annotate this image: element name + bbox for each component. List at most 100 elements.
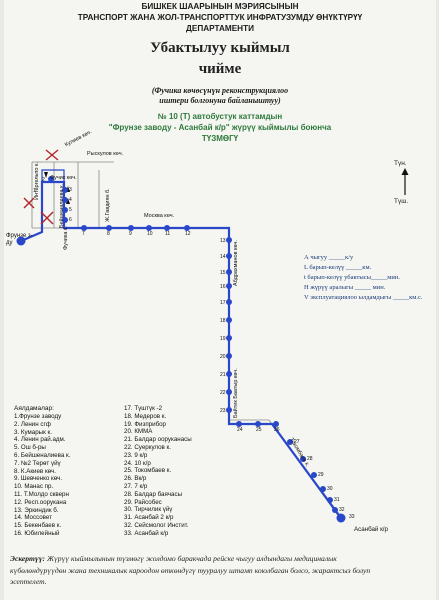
legend-item: 28. Балдар баячасы [124, 490, 183, 498]
footer-line2: күбөлөндүрүүдөн жана техникалык кароодон… [10, 565, 371, 575]
closure-cross-icons [23, 149, 59, 225]
stop-marker [255, 421, 261, 427]
stop-marker [164, 225, 170, 231]
stop-number: 10 [147, 231, 153, 237]
stop-number: 3 [69, 187, 72, 193]
legend-item: 25. Токомбаев к. [124, 467, 172, 475]
stop-number: 11 [165, 231, 171, 237]
street-fuchika-top: Фучик көч. [50, 175, 77, 181]
note-line1: (Фучика көчөсүнүн реконструкциялоо [151, 86, 289, 95]
route-number: № 10 (Т) автобустук каттамдын [157, 112, 283, 121]
stop-number: 14 [220, 254, 226, 260]
legend-title: Аялдамалар: [14, 405, 54, 412]
legend-item: 1.Фрунзе заводу [14, 413, 62, 420]
info-speed: V эксплуатациялоо ылдамдыгы _____км.с. [304, 294, 423, 301]
legend-item: 13. Эркиндик б. [14, 506, 59, 514]
stop-number: 23 [220, 408, 226, 414]
legend-item: 30. Тирчилик үйү [124, 506, 173, 514]
info-interval: Н жүрүү аралыгы _____ мин. [304, 284, 386, 291]
stop-number: 29 [318, 472, 324, 478]
footer-line1: Жүрүү кыймылынын түзмөгү жолдомо баракча… [46, 554, 337, 563]
stop-marker [184, 225, 190, 231]
legend-item: 24. 10 к/р [124, 459, 151, 467]
legend-item: 12. Респ.оорукана [14, 498, 67, 506]
legend-item: 29. Райсобес [124, 498, 162, 506]
legend-item: 10. Манас пр. [14, 483, 54, 491]
street-ryskulova: Рыскулов көч. [87, 151, 124, 157]
stop-marker [48, 176, 54, 182]
stop-number: 9 [129, 231, 132, 237]
stop-number: 20 [220, 354, 226, 360]
stop-number: 2 [42, 177, 45, 183]
stop-number: 26 [274, 427, 280, 433]
street-baitik: Байтик Баатыр көч. [233, 368, 239, 418]
stop-marker [273, 421, 279, 427]
legend-item: 11. Т.Молдо скверн [14, 490, 69, 498]
stop-marker [332, 507, 338, 513]
street-jgavdiyan: Ж.Гавдиян б. [105, 188, 111, 222]
stop-marker [226, 335, 232, 341]
endpoint-start: Фрунзе з-ду [6, 233, 33, 246]
stop-number: 8 [107, 231, 110, 237]
stop-number: 19 [220, 336, 226, 342]
legend-item: 5. Ош б-ры [14, 444, 46, 452]
stop-number: 4 [69, 197, 72, 203]
street-beishenalieva: Бейшеналиева к. [59, 183, 65, 228]
legend-item: 6. Бейшеналиева к. [14, 451, 71, 459]
info-departure: А чыгуу _____к/у [304, 254, 354, 261]
endpoint-end: Асанбай к/р [354, 526, 388, 533]
legend-item: 16. Юбилейный [14, 529, 60, 537]
header-department-end: ДЕПАРТАМЕНТИ [186, 24, 254, 33]
stop-marker [128, 225, 134, 231]
stop-marker [226, 283, 232, 289]
stop-marker [226, 353, 232, 359]
stop-number: 6 [69, 217, 72, 223]
stop-marker [300, 456, 306, 462]
stop-number: 1 [33, 188, 36, 194]
legend-item: 33. Асанбай к/р [124, 529, 169, 537]
route-scheme-label: ТҮЗМӨГҮ [201, 134, 239, 143]
stop-number: 27 [294, 439, 300, 445]
header-city: БИШКЕК ШААРЫНЫН МЭРИЯСЫНЫН [141, 2, 299, 11]
stop-number: 30 [327, 486, 333, 492]
legend-item: 9. Шевченко көч. [14, 475, 63, 483]
stop-marker [62, 217, 68, 223]
legend-item: 26. Вк/р [124, 475, 147, 483]
compass-south: Түш. [394, 198, 409, 205]
compass-north: Түн. [394, 160, 407, 167]
stop-marker [287, 439, 293, 445]
street-abdrahmanov: Абдрахманов көч. [233, 240, 239, 286]
stop-number: 16 [220, 284, 226, 290]
title-line1: Убактылуу кыймыл [150, 40, 290, 56]
info-distance: L барып-келүү _____км. [304, 264, 372, 271]
stop-marker [62, 187, 68, 193]
legend-item: 31. Асанбай 2 к/р [124, 514, 174, 522]
legend-item: 20. КММА [124, 428, 153, 436]
legend-item: 32. Сейсмолог Инстит. [124, 521, 189, 529]
north-arrow-icon [401, 168, 409, 195]
header-department: ТРАНСПОРТ ЖАНА ЖОЛ-ТРАНСПОРТТУК ИНФРАТУЗ… [77, 13, 363, 22]
stop-marker [226, 407, 232, 413]
stop-number: 31 [334, 497, 340, 503]
stop-marker [226, 299, 232, 305]
legend-item: 15. Бекенбаев к. [14, 522, 62, 530]
end-stop-marker [336, 513, 346, 523]
stop-marker [320, 486, 326, 492]
stop-number: 15 [220, 270, 226, 276]
stop-number: 21 [220, 372, 226, 378]
legend-item: 2. Ленин сгф [14, 420, 51, 428]
street-fuchika-bottom: Фучика к. [63, 226, 69, 250]
stop-number: 17 [220, 300, 226, 306]
title-line2: чийме [198, 61, 242, 77]
legend-item: 18. Медеров к. [124, 412, 167, 420]
stop-number: 28 [307, 456, 313, 462]
legend-item: 27. 7 к/р [124, 482, 148, 490]
legend-item: 14. Моссовет [14, 514, 52, 522]
street-moskva: Москва көч. [144, 213, 175, 219]
stop-marker [226, 389, 232, 395]
stop-number: 22 [220, 390, 226, 396]
legend-item: 8. К.Акиев көч. [14, 467, 57, 475]
legend-item: 22. Суеркулов к. [124, 443, 171, 451]
